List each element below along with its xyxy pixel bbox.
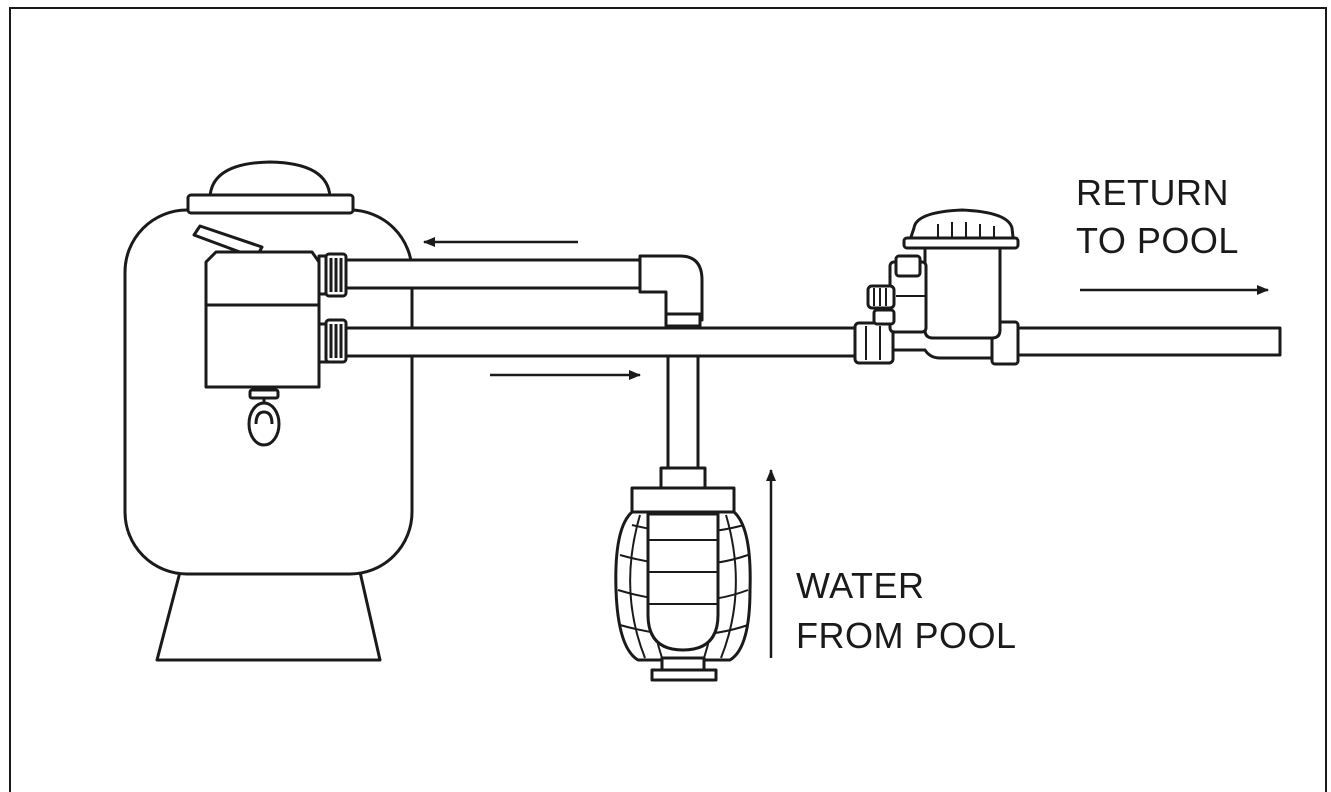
union-connector-lower (317, 318, 348, 364)
filter-dome (208, 160, 332, 199)
return-pipe (1014, 326, 1282, 357)
return-to-pool-label-line1: RETURN (1076, 172, 1229, 213)
pump-basket (646, 512, 720, 652)
drain-plug (247, 401, 281, 447)
pool-pump-icon (614, 466, 752, 682)
pump-top-plate (630, 486, 736, 516)
union-connector-upper (317, 252, 348, 298)
valve-handle (192, 224, 264, 260)
pipe-elbow (638, 254, 704, 322)
filter-lid-band (186, 193, 355, 215)
filter-base-stand (155, 570, 382, 662)
diagram-frame (9, 7, 1327, 792)
chlorinator-inlet-coupling (853, 321, 895, 365)
pump-neck (659, 466, 707, 490)
drain-fitting (248, 388, 280, 400)
sand-filter-tank-icon (123, 160, 414, 662)
pump-bottom-plate (650, 668, 718, 682)
multiport-valve-upper (204, 250, 321, 307)
chlorinator-canister (923, 246, 1002, 340)
lower-main-pipe (338, 326, 859, 358)
flow-arrows (423, 237, 1269, 658)
inline-chlorinator-icon (853, 208, 1020, 366)
upper-pipe (338, 258, 647, 290)
plumbing-pipes (317, 252, 1282, 472)
water-from-pool-label-line1: WATER (796, 565, 925, 606)
return-to-pool-label-line2: TO POOL (1076, 220, 1239, 261)
water-from-pool-label-line2: FROM POOL (796, 615, 1017, 656)
multiport-valve-lower (204, 303, 321, 389)
